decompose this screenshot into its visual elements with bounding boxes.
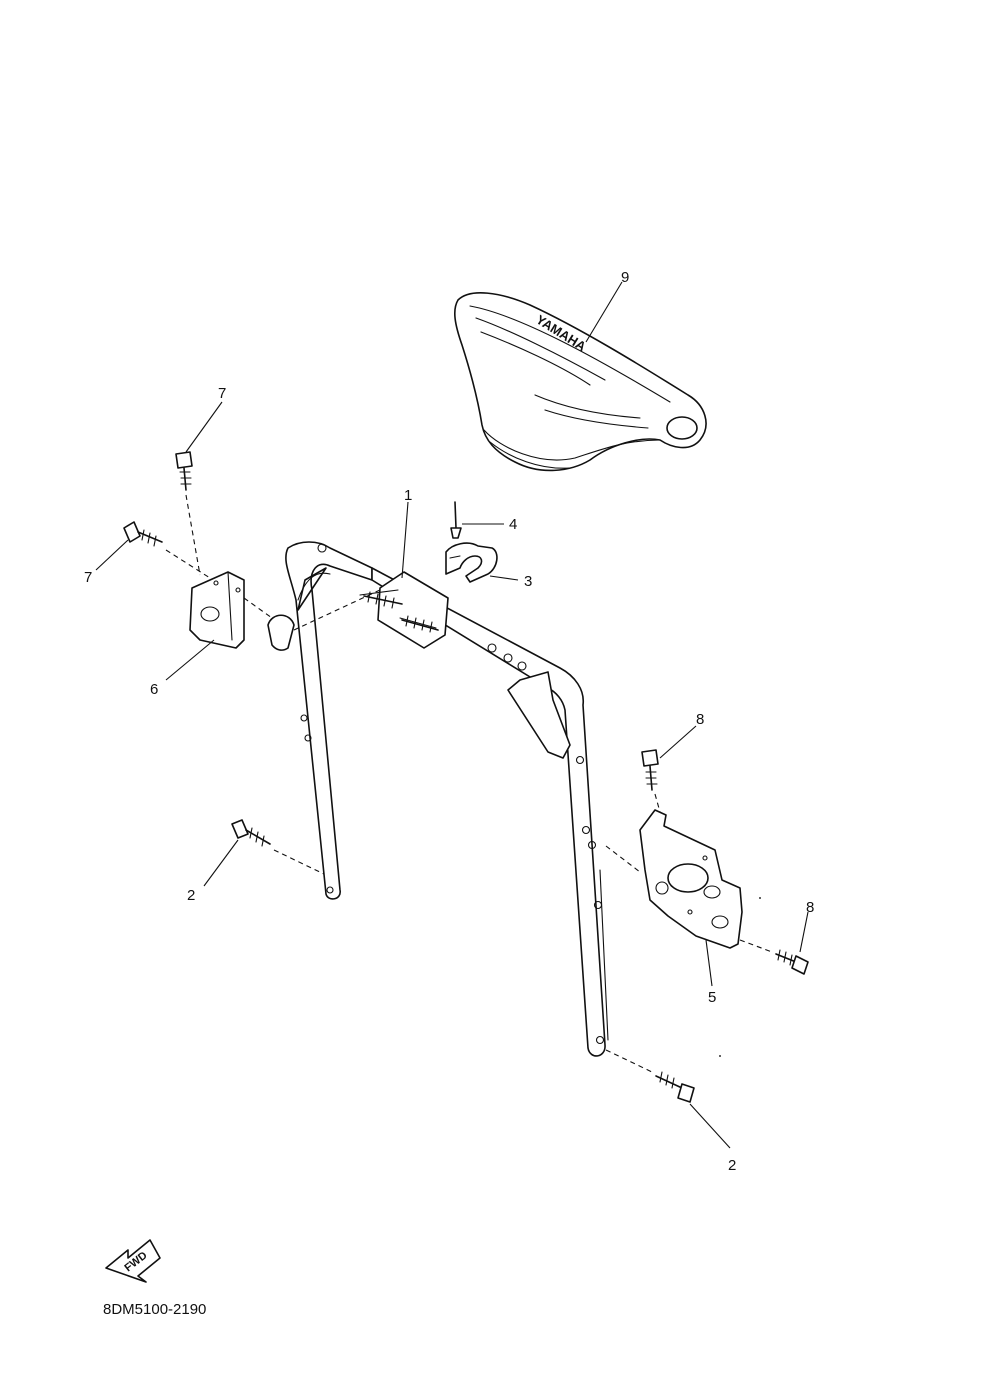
bolt-2-right (605, 1049, 695, 1103)
fwd-arrow-icon: FWD (105, 1239, 161, 1283)
clamp-bolts (363, 591, 439, 633)
bolt-7-left (123, 521, 211, 579)
callout-4: 4 (509, 516, 517, 533)
callout-5: 5 (708, 989, 716, 1006)
callout-2-left: 2 (187, 887, 195, 904)
seat: YAMAHA (453, 292, 707, 472)
bolt-2-left (231, 819, 325, 875)
callout-9: 9 (621, 269, 629, 286)
callout-2-right: 2 (728, 1157, 736, 1174)
bolt-7-upper (175, 451, 201, 576)
rivet-4 (450, 501, 462, 539)
callout-6: 6 (150, 681, 158, 698)
callout-1: 1 (404, 487, 412, 504)
bolt-8-upper (641, 749, 661, 813)
bracket-plate-right (639, 809, 743, 949)
bolt-8-right (739, 939, 809, 975)
clip-3 (445, 542, 498, 583)
drawing-code: 8DM5100-2190 (103, 1301, 206, 1318)
bracket-plate-left (189, 571, 295, 651)
frame-tube (285, 541, 609, 1057)
callout-8-right: 8 (806, 899, 814, 916)
callout-3: 3 (524, 573, 532, 590)
callout-7-upper: 7 (218, 385, 226, 402)
callout-8-upper: 8 (696, 711, 704, 728)
callout-7-left: 7 (84, 569, 92, 586)
